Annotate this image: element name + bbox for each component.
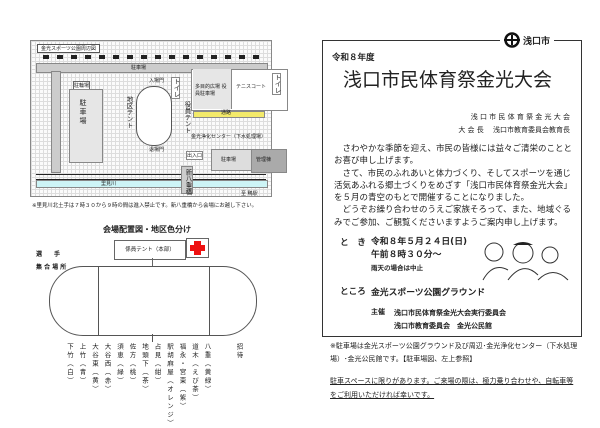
parking-top: 駐車場 <box>131 65 147 71</box>
host-line: 浅口市民体育祭金光大会実行委員会 <box>394 309 506 317</box>
host-label: 主催 <box>371 308 385 316</box>
venue: 金光スポーツ公園グラウンド <box>371 288 486 298</box>
track <box>49 266 257 336</box>
greeting-paragraph: さわやかな季節を迎え、市民の皆様には益々ご清栄のこととお喜び申し上げます。 <box>334 144 573 167</box>
parking-left: 駐車場 <box>79 99 87 126</box>
year: 令和８年度 <box>332 53 375 63</box>
road-direction: 至 鴨駅 <box>241 191 258 197</box>
assembly-line: 選 手 <box>36 251 61 258</box>
left-parking-area <box>69 89 103 163</box>
parking-bottom: 駐車場 <box>221 157 237 163</box>
toilet-right-label: トイレ <box>272 73 281 95</box>
connector-line <box>152 258 153 266</box>
toilet-label: トイレ <box>171 77 180 99</box>
passage-bar <box>193 111 265 118</box>
layout-title: 会場配置図・地区色分け <box>103 225 191 234</box>
office-building: 管理棟 <box>256 157 272 163</box>
event-title: 浅口市民体育祭金光大会 <box>343 69 553 91</box>
district-column: 道木（えび茶） <box>190 343 199 403</box>
railway <box>43 55 263 59</box>
host: 浅口市民体育祭金光大会実行委員会浅口市教育委員会 金光公民館 <box>394 307 506 333</box>
purification-center: 金光浄化センター（下水処理場） <box>191 134 267 140</box>
organizer-line: 大 会 長 浅口市教育委員会教育長 <box>458 126 570 134</box>
tennis-court: テニスコート <box>236 84 267 90</box>
multipurpose-field: 多目的広場 役員駐車場 <box>195 84 227 97</box>
multipurpose-block <box>193 69 232 109</box>
exit-gate: 退場門 <box>149 147 165 153</box>
bridge: 新八重橋 <box>184 169 192 195</box>
district-column: 地頭下（茶） <box>140 343 149 394</box>
greeting-paragraph: どうぞお繰り合わせのうえご家族そろって、また、地域ぐるみでご参加、ご観覧ください… <box>334 205 571 228</box>
left-road <box>51 71 61 173</box>
first-aid-icon <box>186 238 209 258</box>
greeting-paragraph: さて、市民のふれあいと体力づくり、そしてスポーツを通じ活気あふれる郷土づくりをめ… <box>334 168 573 204</box>
district-column: 佐方（桃） <box>128 343 136 386</box>
track-divider <box>209 266 210 335</box>
bridge-block <box>181 166 193 194</box>
city-logo: 浅口市 <box>500 32 555 48</box>
district-column: 大谷東（黄） <box>90 343 99 394</box>
connector-line <box>152 334 153 342</box>
organizer-line: 浅 口 市 民 体 育 祭 金 光 大 会 <box>470 113 570 121</box>
rain-note: 雨天の場合は中止 <box>371 264 423 272</box>
district-column: 須恵（緑） <box>115 343 124 386</box>
staff-tent: 役員テント <box>183 101 191 134</box>
greeting: さわやかな季節を迎え、市民の皆様には益々ご清栄のこととお喜び申し上げます。 さて… <box>334 143 577 229</box>
district-tent: 地区テント <box>125 96 133 129</box>
entrance-gate: 入場門 <box>149 78 165 84</box>
passage: 通路 <box>221 110 232 116</box>
office-block <box>251 149 287 173</box>
river-band <box>36 180 268 188</box>
district-column: 八重（黄緑） <box>203 343 211 394</box>
host-line: 浅口市教育委員会 金光公民館 <box>394 322 492 330</box>
children-illustration-icon <box>482 242 569 281</box>
district-list: 下竹（白） 上竹（青） 大谷東（黄） 大谷西（赤） 須恵（緑） 佐方（桃） 地頭下（茶） 占見… <box>63 343 213 428</box>
event-date: 令和８年５月２４日(日) <box>371 237 468 247</box>
map-note: ※里見川北土手は７時３０から９時の間は進入禁止です。新八重橋から会場にお越し下さ… <box>32 203 257 209</box>
city-name: 浅口市 <box>523 36 551 47</box>
map-track <box>136 86 172 146</box>
assembly-label: 選 手集 合 場 所 <box>36 248 66 274</box>
when-label: と き <box>340 238 366 248</box>
event-time: 午前８時３０分～ <box>371 250 442 260</box>
city-emblem-icon <box>504 32 520 48</box>
district-column: 福永・宮東（紫） <box>178 343 186 411</box>
district-column: 占見（紺） <box>153 343 161 386</box>
entry: 出入口 <box>186 151 204 160</box>
top-road <box>36 63 268 73</box>
where-label: ところ <box>340 287 366 297</box>
parking-note: ※駐車場は金光スポーツ公園グラウンド及び周辺･金光浄化センター（下水処理場）･金… <box>330 342 578 363</box>
organizer: 浅 口 市 民 体 育 祭 金 光 大 会大 会 長 浅口市教育委員会教育長 <box>458 111 570 137</box>
district-column: 駅胡麻屋（オレンジ） <box>165 343 174 428</box>
guest-area: 招待 <box>235 343 243 360</box>
river-road <box>36 174 266 180</box>
river: 里見川 <box>101 181 117 187</box>
district-column: 下竹（白） <box>65 343 74 386</box>
district-column: 上竹（青） <box>78 343 86 386</box>
parking-request: 駐車スペースに限りがあります。ご来場の際は、極力乗り合わせや、自転車等をご利用い… <box>330 377 574 399</box>
map-title: 金光スポーツ公園周辺図 <box>37 44 100 53</box>
assembly-line: 集 合 場 所 <box>36 264 67 271</box>
when-value: 令和８年５月２４日(日) 午前８時３０分～ 雨天の場合は中止 <box>371 236 467 275</box>
notice-box <box>322 40 582 337</box>
track-divider <box>98 266 99 335</box>
park-map: 金光スポーツ公園周辺図 駐車場 駐輪場 駐車場 入場門 退場門 地区テント トイ… <box>30 40 288 197</box>
district-column: 大谷西（赤） <box>103 343 111 394</box>
hq-tent: 係員テント（本部） <box>114 240 186 260</box>
